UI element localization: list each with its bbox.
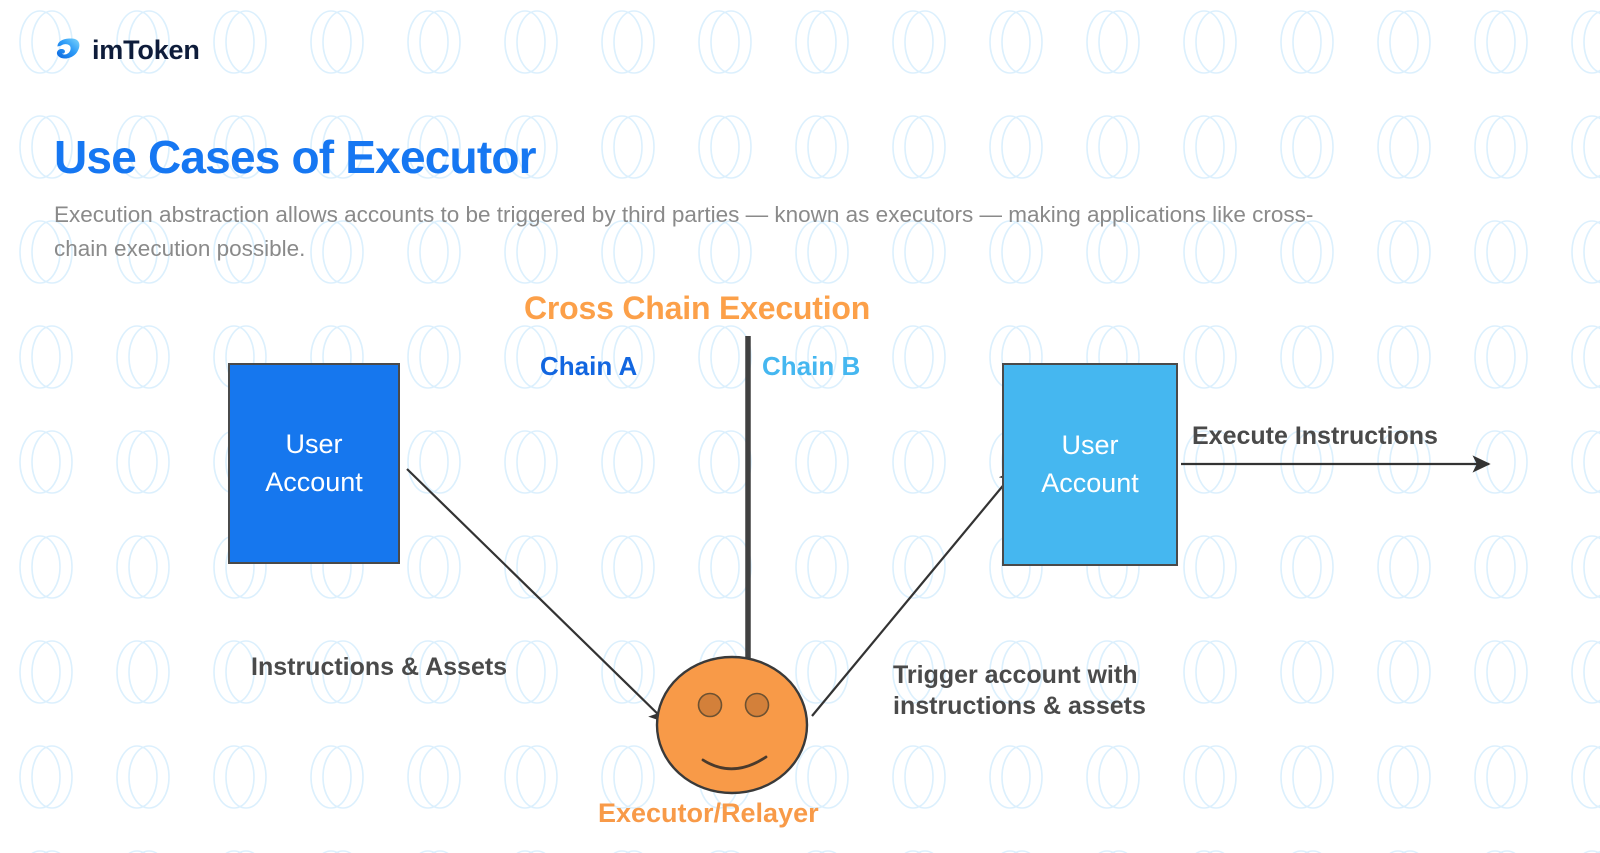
executor-eye-right: [744, 692, 770, 718]
headline-block: Use Cases of Executor Execution abstract…: [54, 131, 1414, 266]
edge-label-trigger-account: Trigger account with instructions & asse…: [893, 660, 1146, 721]
node-a-label-line1: User: [285, 429, 343, 460]
node-b-label-line1: User: [1061, 430, 1119, 461]
diagram-title: Cross Chain Execution: [524, 290, 871, 326]
executor-caption: Executor/Relayer: [598, 798, 819, 828]
executor-face: [655, 655, 809, 795]
node-b-label-line2: Account: [1041, 467, 1139, 498]
brand-lockup: imToken: [54, 36, 200, 64]
brand-name: imToken: [92, 34, 200, 65]
node-user-account-chain-b[interactable]: User Account: [1002, 363, 1178, 566]
node-user-account-chain-a[interactable]: User Account: [228, 363, 400, 564]
imtoken-leaf-icon: [56, 38, 80, 59]
arrow-instructions-assets: [406, 468, 668, 724]
executor-face-circle: [655, 655, 809, 795]
chain-a-label: Chain A: [540, 351, 638, 381]
page-title: Use Cases of Executor: [54, 131, 537, 183]
executor-eye-left: [697, 692, 723, 718]
edge-label-instructions-assets: Instructions & Assets: [251, 653, 508, 681]
page-subtitle: Execution abstraction allows accounts to…: [54, 201, 1314, 261]
node-a-label-line2: Account: [265, 466, 363, 497]
edge-label-trigger-account-line1: Trigger account with: [893, 661, 1138, 689]
chain-b-label: Chain B: [762, 351, 861, 381]
edge-label-trigger-account-line2: instructions & assets: [893, 691, 1146, 720]
edge-label-execute-instructions: Execute Instructions: [1192, 422, 1438, 450]
